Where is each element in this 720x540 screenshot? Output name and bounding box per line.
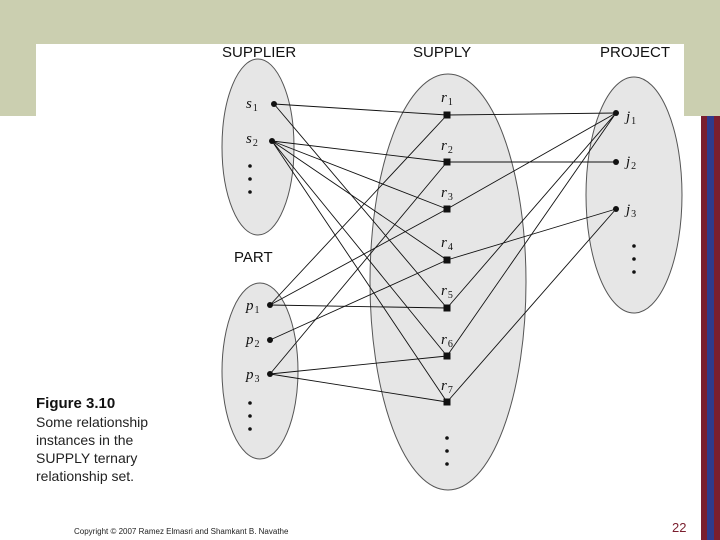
supply-heading: SUPPLY [413,44,471,61]
supply-r6-label: r6 [441,332,453,350]
supply-r6-node [443,352,451,360]
line-s2-r3 [271,140,448,210]
part-p1-label: p1 [245,298,260,316]
supply-set-oval [369,73,527,491]
decorative-stripes [701,116,720,540]
supplier-s1-label: s1 [246,96,258,114]
line-p1-r1 [269,114,448,306]
part-p1-dot [267,302,273,308]
supply-r7-node [443,398,451,406]
line-s2-r2 [271,140,448,163]
part-heading: PART [234,249,273,266]
project-j2-label: j2 [624,154,636,172]
project-ellipsis [632,244,636,274]
supplier-ellipsis [248,164,252,194]
line-s2-r4 [271,140,448,261]
part-ellipsis [248,401,252,431]
supply-r1-node [443,111,451,119]
stripe-3 [713,116,720,540]
line-s1-r5 [273,103,448,309]
line-s2-r7 [271,140,448,403]
copyright-notice: Copyright © 2007 Ramez Elmasri and Shamk… [74,527,289,536]
supply-r7-label: r7 [441,378,453,396]
supplier-s2-label: s2 [246,131,258,149]
page-number: 22 [672,520,687,535]
line-p1-r5 [269,304,448,309]
line-s2-r6 [271,140,448,357]
supply-r4-node [443,256,451,264]
figure-number: Figure 3.10 [36,395,116,412]
project-j1-dot [613,110,619,116]
part-p3-label: p3 [245,367,260,385]
line-r5-j1 [446,112,617,309]
supply-r5-node [443,304,451,312]
stripe-2 [707,116,714,540]
part-p3-dot [267,371,273,377]
project-j2-dot [613,159,619,165]
line-p1-r3 [269,208,448,306]
line-s1-r1 [273,103,448,116]
line-p3-r6 [269,355,448,375]
project-j3-label: j3 [624,202,636,220]
supply-r3-label: r3 [441,185,453,203]
stripe-1 [701,116,708,540]
project-j3-dot [613,206,619,212]
line-r6-j1 [446,112,617,357]
project-heading: PROJECT [600,44,670,61]
line-r7-j3 [446,208,617,403]
supply-r2-node [443,158,451,166]
part-p2-label: p2 [245,332,260,350]
figure-caption: Figure 3.10 Some relationship instances … [36,395,206,485]
supplier-heading: SUPPLIER [222,44,296,61]
part-p2-dot [267,337,273,343]
slide-content-area [36,44,684,540]
line-p3-r7 [269,373,448,403]
supplier-s2-dot [269,138,275,144]
supply-r3-node [443,205,451,213]
supply-ellipsis [445,436,449,466]
supply-r4-label: r4 [441,235,453,253]
figure-description: Some relationship instances in the SUPPL… [36,414,149,484]
supplier-set-oval [221,58,295,236]
supply-r1-label: r1 [441,90,453,108]
supply-r5-label: r5 [441,283,453,301]
part-set-oval [221,282,299,460]
line-r3-j1 [446,112,617,210]
relationship-lines [269,103,617,403]
supply-r2-label: r2 [441,138,453,156]
supplier-s1-dot [271,101,277,107]
project-set-oval [585,76,683,314]
project-j1-label: j1 [624,109,636,127]
line-r1-j1 [446,112,617,116]
